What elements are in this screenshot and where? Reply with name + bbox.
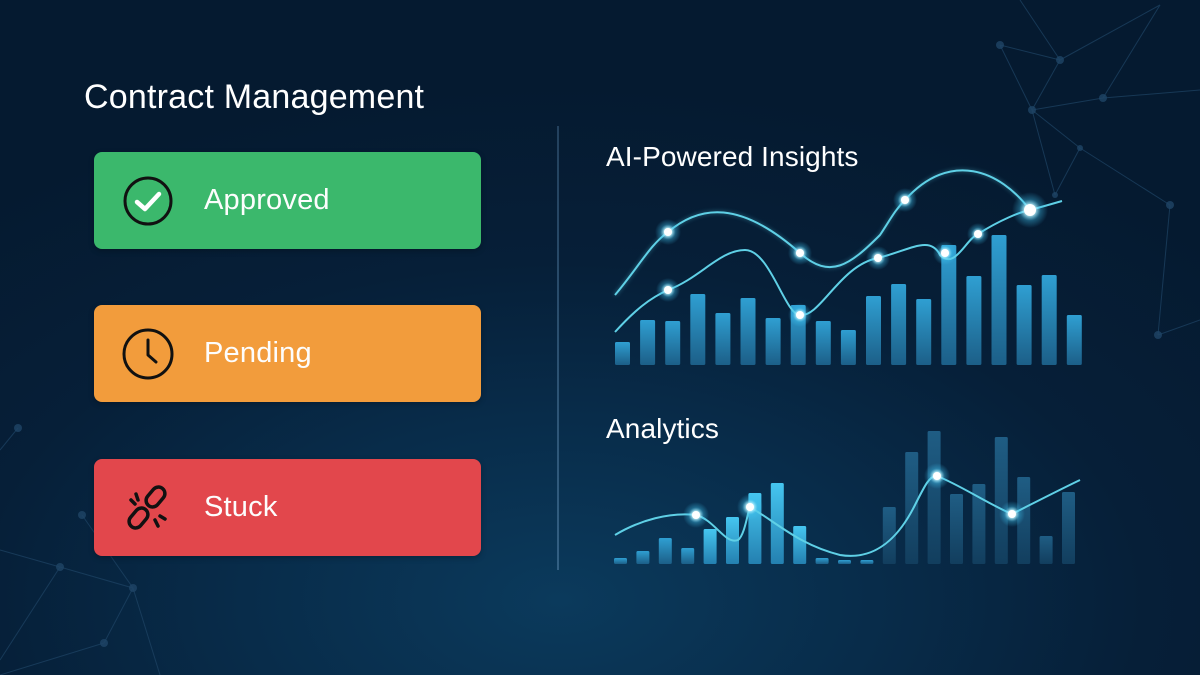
chart-bar	[1017, 477, 1031, 564]
chart-bar	[770, 483, 784, 564]
chart-bar	[991, 235, 1007, 365]
chart-bar	[927, 431, 941, 564]
status-card-pending[interactable]: Pending	[94, 305, 481, 402]
glow-point-core	[874, 254, 882, 262]
chart-bar	[658, 538, 672, 564]
chart-bar	[615, 342, 630, 365]
analytics-section-title: Analytics	[606, 413, 719, 444]
chart-bar	[950, 494, 963, 564]
analytics-bar-series	[614, 431, 1075, 564]
chart-bar	[905, 452, 919, 564]
chart-bar	[840, 330, 856, 365]
chart-bar	[1066, 315, 1082, 365]
chart-bar	[1041, 275, 1057, 365]
glow-point-core	[1008, 510, 1016, 518]
check-circle-icon	[122, 175, 174, 227]
status-label-approved: Approved	[204, 184, 330, 216]
vertical-divider	[557, 126, 559, 570]
glow-point-core	[933, 472, 941, 480]
chart-bar	[891, 284, 907, 365]
chart-bar	[715, 313, 731, 365]
chart-bar	[640, 320, 656, 365]
glow-point-core	[901, 196, 909, 204]
status-card-approved[interactable]: Approved	[94, 152, 481, 249]
status-card-stuck[interactable]: Stuck	[94, 459, 481, 556]
chart-bar	[703, 529, 717, 564]
chart-bar	[815, 321, 831, 365]
chart-bar	[866, 296, 881, 365]
glow-point-core	[941, 249, 949, 257]
chart-bar	[740, 298, 756, 365]
insights-bar-series	[615, 235, 1082, 365]
chart-bar	[972, 484, 986, 564]
chart-bar	[793, 526, 807, 564]
chart-bar	[765, 318, 781, 365]
glow-point-core	[796, 249, 804, 257]
chart-bar	[966, 276, 982, 365]
glow-point-core	[1024, 204, 1036, 216]
chart-bar	[690, 294, 706, 365]
chart-bar	[838, 560, 851, 564]
chart-bar	[815, 558, 829, 564]
clock-icon	[122, 328, 174, 380]
chart-bar	[916, 299, 932, 365]
chart-bar	[665, 321, 681, 365]
insights-line-lower	[614, 200, 1063, 333]
chart-bar	[614, 558, 627, 564]
analytics-line	[614, 474, 1081, 557]
chart-bar	[681, 548, 695, 564]
status-label-pending: Pending	[204, 337, 312, 369]
glow-point-core	[692, 511, 700, 519]
glow-point-core	[664, 286, 672, 294]
page-title: Contract Management	[84, 78, 425, 116]
glow-point-core	[746, 503, 754, 511]
chart-bar	[941, 245, 957, 365]
status-label-stuck: Stuck	[204, 491, 278, 523]
glow-point-core	[664, 228, 672, 236]
glow-point-core	[796, 311, 804, 319]
highlight-points	[655, 188, 1048, 528]
insights-section-title: AI-Powered Insights	[606, 141, 859, 172]
chart-bar	[994, 437, 1008, 564]
glow-point-core	[974, 230, 982, 238]
chart-bar	[1039, 536, 1053, 564]
chart-bar	[882, 507, 896, 564]
chart-bar	[860, 560, 874, 564]
broken-link-icon	[122, 482, 174, 534]
chart-bar	[636, 551, 650, 564]
chart-bar	[1016, 285, 1032, 365]
chart-bar	[1062, 492, 1075, 564]
